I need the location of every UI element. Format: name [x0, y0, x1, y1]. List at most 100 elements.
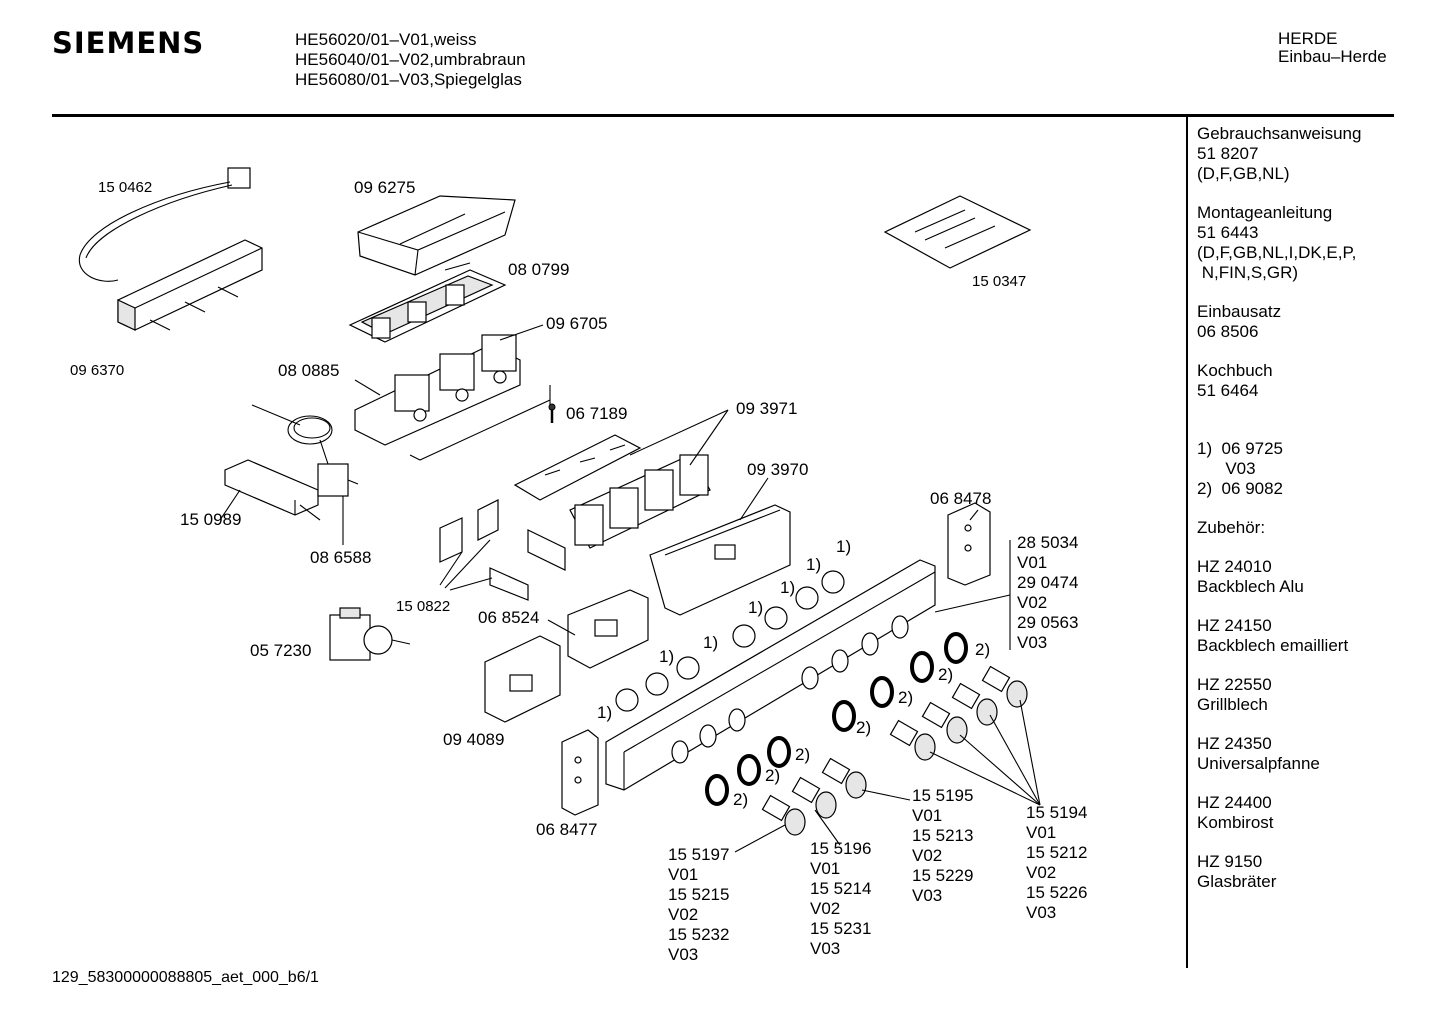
part-label: 09 4089 [443, 730, 505, 749]
part-label: 06 8478 [930, 489, 992, 508]
exploded-view-diagram [78, 167, 1041, 853]
variant-line: 15 5226 [1026, 883, 1088, 902]
screw-067189 [548, 403, 556, 423]
accessory-item: HZ 24400 Kombirost [1197, 793, 1361, 833]
model-line: HE56040/01–V02,umbrabraun [295, 50, 526, 69]
accessory-code: HZ 24150 [1197, 616, 1272, 635]
variant-line: V03 [1017, 633, 1048, 652]
doc-number: 51 8207 [1197, 144, 1259, 163]
accessory-name: Universalpfanne [1197, 754, 1320, 773]
bracket-068524 [567, 589, 649, 669]
pcb-093971 [513, 434, 711, 549]
variant-line: V01 [1017, 553, 1048, 572]
variant-line: V03 [668, 945, 699, 964]
terminal-strip-150989 [224, 459, 321, 521]
footnotes: 1) 06 9725 V03 2) 06 9082 [1197, 439, 1361, 499]
variant-line: 15 5212 [1026, 843, 1088, 862]
knob [791, 776, 837, 819]
part-label: 05 7230 [250, 641, 312, 660]
bracket-068477 [561, 729, 599, 816]
footnote-marker: 2) [765, 766, 781, 785]
knob [821, 757, 867, 799]
bracket-068478 [947, 502, 991, 586]
footnote-marker: 2) [898, 688, 914, 707]
footnote-marker: 2) [975, 640, 991, 659]
header-divider [52, 114, 1394, 117]
footnote-marker: 2) [938, 665, 954, 684]
model-list: HE56020/01–V01,weiss HE56040/01–V02,umbr… [295, 30, 526, 90]
doc-installkit: Einbausatz 06 8506 [1197, 302, 1361, 342]
accessory-code: HZ 9150 [1197, 852, 1263, 871]
doc-number: 51 6464 [1197, 381, 1259, 400]
footnote-marker: 1) [597, 703, 613, 722]
variant-line: 28 5034 [1017, 533, 1079, 552]
part-label: 09 6705 [546, 314, 608, 333]
bracket-094089 [484, 635, 561, 723]
model-line: HE56080/01–V03,Spiegelglas [295, 70, 522, 89]
switch-block-096370 [117, 239, 263, 331]
variant-line: 15 5214 [810, 879, 872, 898]
knob [889, 719, 936, 761]
screw-bag-150347 [883, 195, 1032, 269]
doc-title: Montageanleitung [1197, 203, 1333, 222]
doc-number: 51 6443 [1197, 223, 1259, 242]
variant-line: V03 [1026, 903, 1057, 922]
variant-line: 15 5194 [1026, 803, 1088, 822]
variant-line: 15 5215 [668, 885, 730, 904]
variant-line: V02 [668, 905, 699, 924]
knob [761, 794, 806, 836]
knob2-variants: 15 5196 V01 15 5214 V02 15 5231 V03 [810, 839, 871, 959]
accessory-item: HZ 24350 Universalpfanne [1197, 734, 1361, 774]
variant-line: V01 [810, 859, 841, 878]
part-label: 09 6275 [354, 178, 416, 197]
footnote-marker: 2) [795, 745, 811, 764]
frame-080799 [348, 269, 507, 343]
part-label: 06 8524 [478, 608, 540, 627]
variant-line: V01 [1026, 823, 1057, 842]
footnote: 1) 06 9725 [1197, 439, 1284, 458]
footnote-marker: 1) [748, 598, 764, 617]
model-line: HE56020/01–V01,weiss [295, 30, 477, 49]
doc-languages: N,FIN,S,GR) [1197, 263, 1299, 282]
accessory-item: HZ 22550 Grillblech [1197, 675, 1361, 715]
footnote-marker: 2) [733, 790, 749, 809]
footnote: V03 [1197, 459, 1256, 478]
part-label: 06 7189 [566, 404, 628, 423]
knob3-variants: 15 5195 V01 15 5213 V02 15 5229 V03 [912, 786, 973, 906]
rings [705, 632, 968, 806]
switch-housing-096705 [354, 334, 551, 461]
footnote-marker: 2) [856, 718, 872, 737]
footnote: 2) 06 9082 [1197, 479, 1284, 498]
accessory-name: Grillblech [1197, 695, 1268, 714]
doc-title: Kochbuch [1197, 361, 1273, 380]
variant-line: 15 5231 [810, 919, 872, 938]
footnote-marker: 1) [659, 647, 675, 666]
part-label: 15 0822 [396, 598, 451, 615]
footnote-marker: 1) [780, 578, 796, 597]
doc-title: Einbausatz [1197, 302, 1282, 321]
part-label: 08 6588 [310, 548, 372, 567]
category-block: HERDE Einbau–Herde [1278, 30, 1387, 66]
accessory-item: HZ 24150 Backblech emailliert [1197, 616, 1361, 656]
doc-install: Montageanleitung 51 6443 (D,F,GB,NL,I,DK… [1197, 203, 1361, 283]
thermostat-capillary [251, 404, 333, 471]
variant-line: V02 [810, 899, 841, 918]
variant-line: V02 [1026, 863, 1057, 882]
knob1-variants: 15 5197 V01 15 5215 V02 15 5232 V03 [668, 845, 729, 965]
accessory-name: Kombirost [1197, 813, 1274, 832]
variant-line: 15 5195 [912, 786, 974, 805]
part-label: 15 0347 [972, 273, 1027, 290]
thermostat-086588 [317, 463, 359, 545]
sidebar: Gebrauchsanweisung 51 8207 (D,F,GB,NL) M… [1197, 124, 1361, 911]
part-label: 08 0799 [508, 260, 570, 279]
rail-093970 [649, 504, 791, 616]
brand-logo: SIEMENS [52, 26, 205, 60]
document-id: 129_58300000088805_aet_000_b6/1 [52, 969, 319, 986]
doc-title: Gebrauchsanweisung [1197, 124, 1362, 143]
variant-line: 29 0563 [1017, 613, 1079, 632]
motor-057230 [329, 607, 411, 661]
accessory-code: HZ 24400 [1197, 793, 1272, 812]
leader-lines [219, 262, 1041, 853]
accessory-name: Glasbräter [1197, 872, 1277, 891]
tray-096275 [357, 195, 516, 276]
